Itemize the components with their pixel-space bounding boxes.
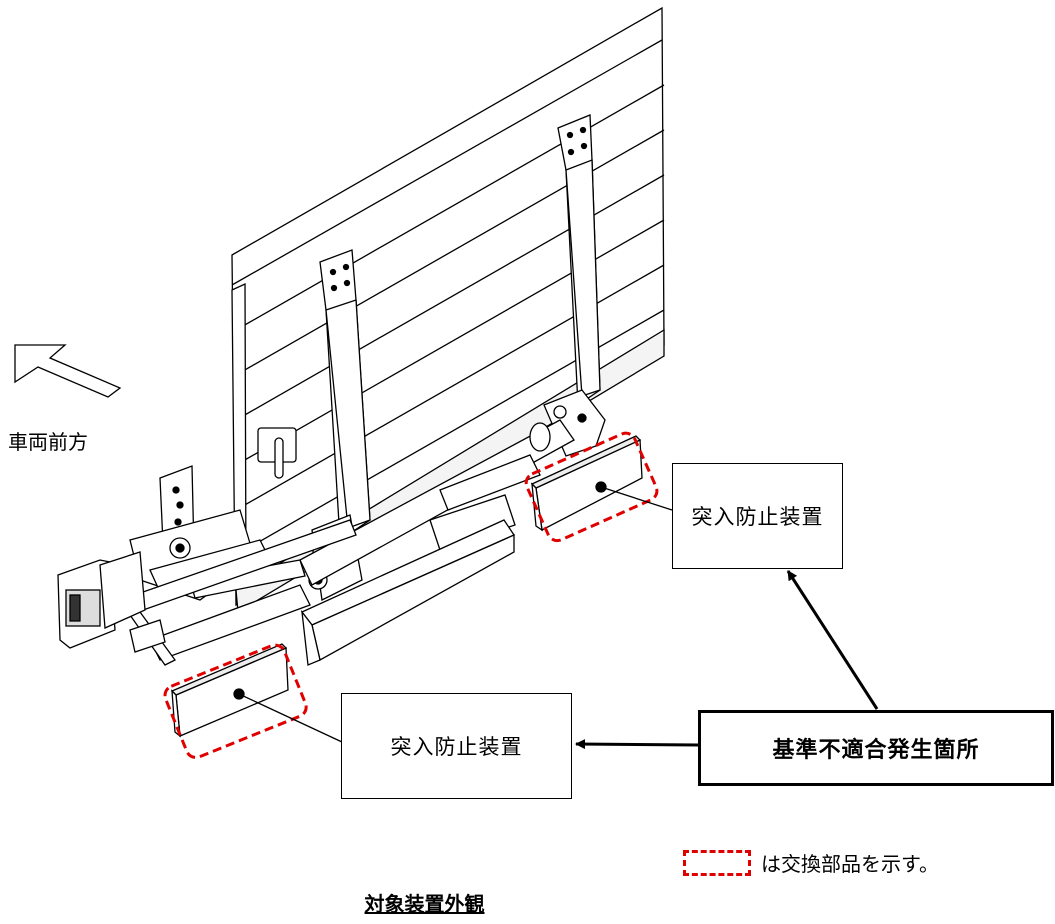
- legend-dashed-swatch: [683, 849, 751, 876]
- nonconformity-location-label: 基準不適合発生箇所: [698, 710, 1054, 786]
- figure-caption: 対象装置外観: [0, 888, 1055, 917]
- legend: は交換部品を示す。: [683, 848, 939, 877]
- vehicle-front-arrow-icon: [14, 344, 122, 398]
- right-replacement-highlight: [524, 431, 659, 543]
- left-underrun-bar: [170, 643, 289, 738]
- left-underrun-device-label: 突入防止装置: [341, 693, 572, 799]
- legend-text: は交換部品を示す。: [761, 852, 939, 876]
- arrow-to-right-label: [786, 570, 879, 710]
- right-leader-line: [600, 486, 673, 511]
- arrow-to-left-label: [575, 739, 699, 750]
- figure-caption-text: 対象装置外観: [364, 892, 485, 916]
- support-arms: [308, 114, 606, 601]
- left-leader-line: [238, 693, 343, 743]
- vehicle-front-label: 車両前方: [8, 430, 88, 454]
- right-underrun-device-label: 突入防止装置: [672, 463, 843, 569]
- lift-frame: [57, 419, 575, 666]
